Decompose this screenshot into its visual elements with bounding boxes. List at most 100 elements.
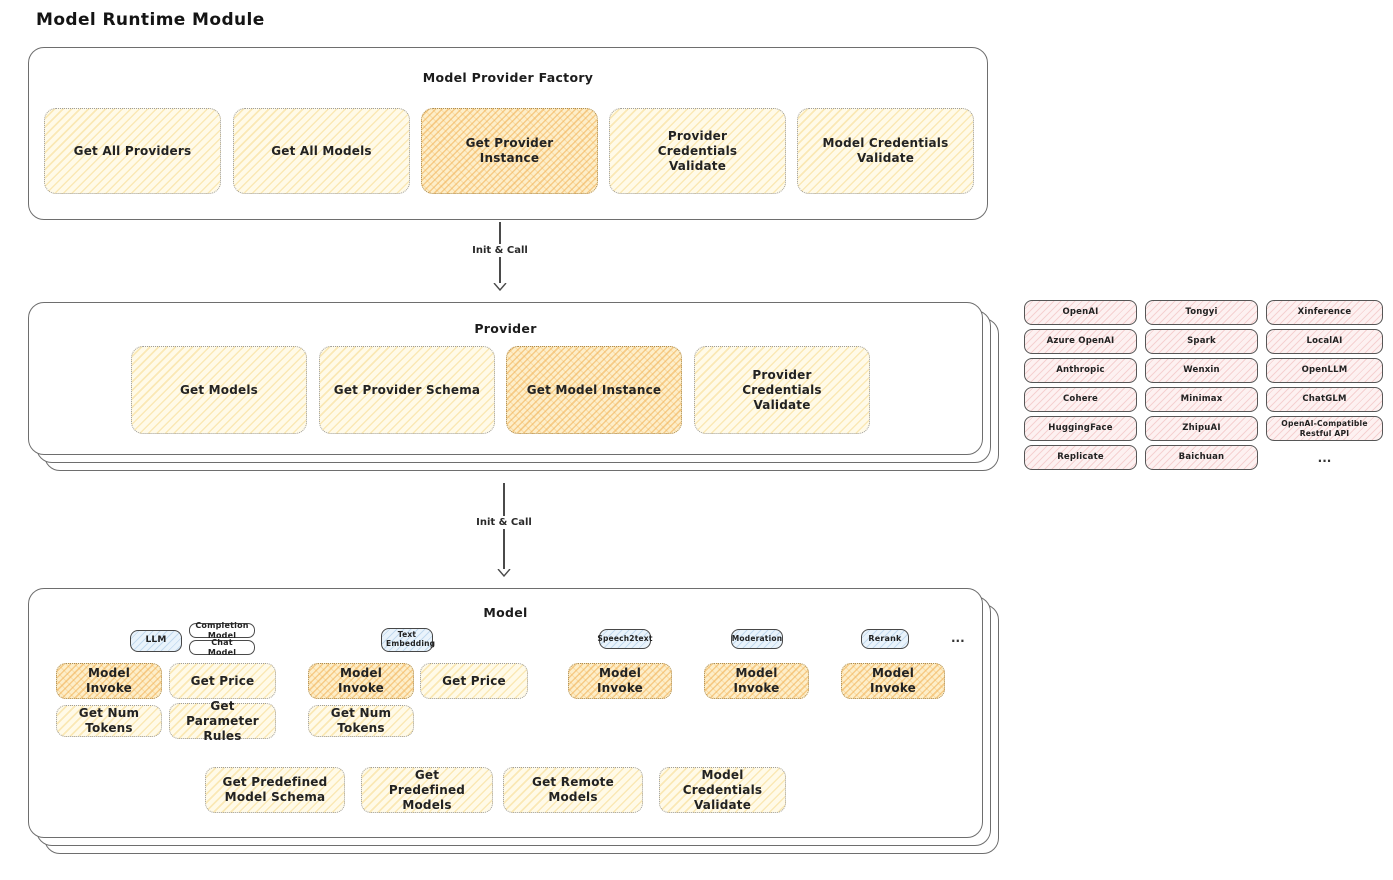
- provider-box-get-models: Get Models: [131, 346, 307, 434]
- tag-speech2text: Speech2text: [597, 629, 653, 649]
- provider-box-get-model-instance: Get Model Instance: [506, 346, 682, 434]
- provider-chip-cohere: Cohere: [1024, 387, 1137, 412]
- chip-label: Baichuan: [1178, 452, 1225, 463]
- factory-box-get-all-models: Get All Models: [233, 108, 410, 194]
- factory-panel: Model Provider Factory Get All Providers…: [28, 47, 988, 220]
- box-label: Get Models: [179, 382, 259, 397]
- box-label: Model Credentials Validate: [682, 767, 763, 812]
- tag-rerank: Rerank: [861, 629, 909, 649]
- box-label: Model Credentials Validate: [822, 136, 949, 165]
- chip-label: OpenLLM: [1301, 365, 1348, 376]
- provider-chip-wenxin: Wenxin: [1145, 358, 1258, 383]
- box-label: Model Invoke: [337, 666, 385, 695]
- arrow-provider-to-model: Init & Call: [466, 483, 542, 580]
- provider-chip-openai-compatible: OpenAI-Compatible Restful API: [1266, 416, 1383, 441]
- box-label: Get Price: [190, 673, 255, 688]
- provider-chip-azure-openai: Azure OpenAI: [1024, 329, 1137, 354]
- arrow-line: [503, 483, 505, 516]
- embedding-get-price-box: Get Price: [420, 663, 528, 699]
- tag-label: Chat Model: [207, 637, 237, 657]
- provider-chip-spark: Spark: [1145, 329, 1258, 354]
- tag-label: Speech2text: [597, 634, 653, 644]
- chip-label: HuggingFace: [1048, 423, 1113, 434]
- model-tags-more-ellipsis: ...: [951, 631, 965, 645]
- arrow-line: [499, 222, 501, 244]
- chip-label: ZhipuAI: [1182, 423, 1221, 434]
- box-label: Get Provider Schema: [333, 382, 481, 397]
- tag-moderation: Moderation: [731, 629, 783, 649]
- factory-box-provider-credentials-validate: Provider Credentials Validate: [609, 108, 786, 194]
- tag-label: Completion Model: [195, 620, 249, 640]
- provider-box-provider-credentials-validate: Provider Credentials Validate: [694, 346, 870, 434]
- provider-chip-zhipuai: ZhipuAI: [1145, 416, 1258, 441]
- chip-label: Wenxin: [1183, 365, 1220, 376]
- provider-chip-openllm: OpenLLM: [1266, 358, 1383, 383]
- arrow-line: [503, 529, 505, 569]
- providers-grid: OpenAI Tongyi Xinference Azure OpenAI Sp…: [1024, 300, 1383, 470]
- llm-get-price-box: Get Price: [169, 663, 276, 699]
- provider-chip-replicate: Replicate: [1024, 445, 1137, 470]
- provider-chip-minimax: Minimax: [1145, 387, 1258, 412]
- get-predefined-models-box: Get Predefined Models: [361, 767, 493, 813]
- moderation-model-invoke-box: Model Invoke: [704, 663, 809, 699]
- box-label: Get All Providers: [73, 143, 192, 158]
- factory-box-get-all-providers: Get All Providers: [44, 108, 221, 194]
- page-title: Model Runtime Module: [36, 10, 265, 30]
- box-label: Model Invoke: [85, 666, 133, 695]
- arrowhead-down-icon: [493, 283, 507, 291]
- provider-panel-title: Provider: [474, 321, 537, 336]
- chip-label: Anthropic: [1056, 365, 1105, 376]
- tag-label: Rerank: [868, 634, 902, 643]
- tag-llm: LLM: [130, 630, 182, 652]
- tag-text-embedding: Text Embedding: [381, 628, 436, 652]
- provider-chip-xinference: Xinference: [1266, 300, 1383, 325]
- chip-label: Spark: [1187, 336, 1216, 347]
- tag-completion-model: Completion Model: [189, 620, 255, 640]
- provider-chip-huggingface: HuggingFace: [1024, 416, 1137, 441]
- box-label: Provider Credentials Validate: [657, 128, 738, 173]
- arrow-label: Init & Call: [476, 517, 532, 528]
- provider-chip-tongyi: Tongyi: [1145, 300, 1258, 325]
- speech2text-model-invoke-box: Model Invoke: [568, 663, 672, 699]
- provider-chip-localai: LocalAI: [1266, 329, 1383, 354]
- chip-label: Replicate: [1057, 452, 1104, 463]
- arrow-label: Init & Call: [472, 245, 528, 256]
- embedding-model-invoke-box: Model Invoke: [308, 663, 414, 699]
- box-label: Get All Models: [271, 143, 372, 158]
- box-label: Provider Credentials Validate: [742, 367, 822, 412]
- llm-get-num-tokens-box: Get Num Tokens: [56, 705, 162, 737]
- box-label: Get Price: [442, 673, 506, 688]
- box-label: Model Invoke: [596, 666, 644, 695]
- factory-box-get-provider-instance: Get Provider Instance: [421, 108, 598, 194]
- llm-model-invoke-box: Model Invoke: [56, 663, 162, 699]
- chip-label: ChatGLM: [1302, 394, 1347, 405]
- box-label: Model Invoke: [733, 666, 780, 695]
- chip-label: Xinference: [1297, 307, 1352, 318]
- box-label: Get Model Instance: [526, 382, 662, 397]
- provider-chip-chatglm: ChatGLM: [1266, 387, 1383, 412]
- chip-label: Cohere: [1062, 394, 1099, 405]
- tag-label: Text Embedding: [386, 630, 436, 648]
- box-label: Model Invoke: [869, 666, 917, 695]
- provider-chip-baichuan: Baichuan: [1145, 445, 1258, 470]
- chip-label: OpenAI-Compatible Restful API: [1281, 419, 1368, 438]
- chip-label: Minimax: [1180, 394, 1223, 405]
- model-credentials-validate-box: Model Credentials Validate: [659, 767, 786, 813]
- tag-label: LLM: [145, 635, 167, 646]
- model-panel-title: Model: [483, 605, 528, 620]
- box-label: Get Provider Instance: [465, 136, 554, 165]
- factory-panel-title: Model Provider Factory: [422, 70, 594, 85]
- factory-box-model-credentials-validate: Model Credentials Validate: [797, 108, 974, 194]
- provider-panel: Provider Get Models Get Provider Schema …: [28, 302, 983, 455]
- arrowhead-down-icon: [497, 569, 511, 577]
- providers-more-ellipsis: ...: [1317, 450, 1332, 465]
- arrow-line: [499, 257, 501, 283]
- chip-label: LocalAI: [1306, 336, 1343, 347]
- chip-label: OpenAI: [1062, 307, 1099, 318]
- get-remote-models-box: Get Remote Models: [503, 767, 643, 813]
- arrow-factory-to-provider: Init & Call: [462, 222, 538, 294]
- chip-label: Tongyi: [1185, 307, 1218, 318]
- llm-get-parameter-rules-box: Get Parameter Rules: [169, 699, 276, 743]
- tag-chat-model: Chat Model: [189, 637, 255, 657]
